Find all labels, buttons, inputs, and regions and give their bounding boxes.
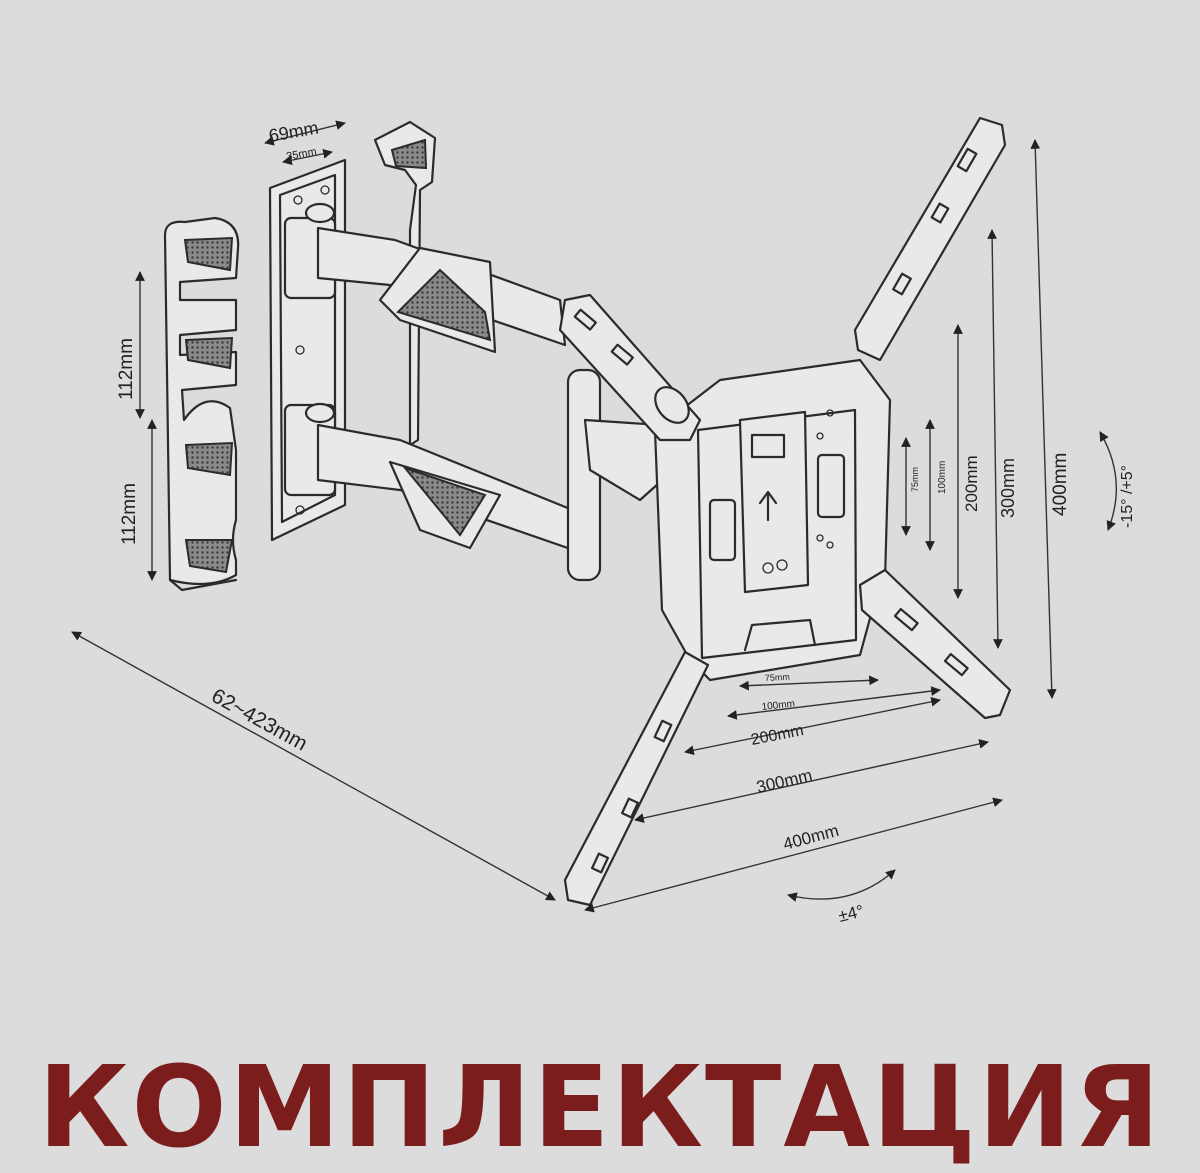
upper-arm [316, 226, 567, 354]
angle-rotate: ±4° [836, 901, 865, 926]
lower-arm [316, 423, 590, 557]
dim-v300: 300mm [998, 458, 1018, 518]
dim-h400: 400mm [781, 821, 841, 854]
dim-extension: 62~423mm [208, 684, 312, 755]
dim-h200: 200mm [750, 722, 806, 749]
cable-cover [373, 120, 437, 447]
dim-h300: 300mm [755, 766, 815, 797]
dim-h75: 75mm [765, 672, 791, 683]
dim-v200: 200mm [962, 455, 981, 512]
dim-vert-top: 112mm [116, 338, 137, 400]
pivot-column [566, 368, 670, 582]
dim-plate-width: 69mm [267, 118, 320, 146]
vesa-arm-top-right [853, 116, 1007, 362]
vesa-arm-bottom-left [563, 650, 710, 907]
dim-v100: 100mm [937, 461, 948, 494]
tv-mount-diagram: 69mm 35mm 112mm 112mm 62~423mm 75mm 100m… [71, 116, 1136, 926]
dim-lines [71, 120, 1117, 913]
dim-h100: 100mm [761, 699, 795, 713]
angle-tilt: -15° /+5° [1119, 465, 1136, 528]
vesa-arm-top-left [558, 293, 702, 442]
dim-v400: 400mm [1050, 453, 1071, 516]
dim-plate-hole: 35mm [285, 146, 317, 163]
section-title: КОМПЛЕКТАЦИЯ [38, 1043, 1162, 1173]
dim-vert-bottom: 112mm [119, 483, 140, 545]
vesa-arm-bottom-right [858, 568, 1012, 720]
vesa-plate [653, 358, 892, 682]
wall-plate [163, 216, 240, 592]
dim-v75: 75mm [910, 467, 920, 492]
